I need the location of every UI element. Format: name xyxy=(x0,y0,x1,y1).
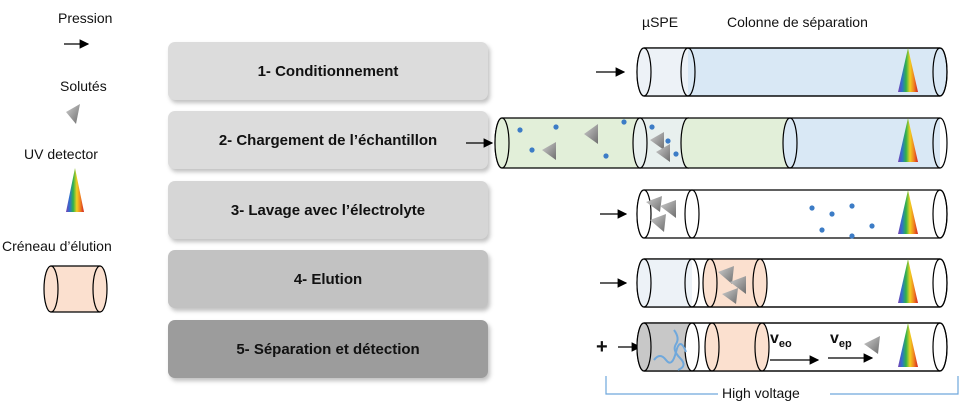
legend-pression-label: Pression xyxy=(58,10,113,26)
step-3-label: 3- Lavage avec l’électrolyte xyxy=(230,201,426,219)
hv-line-right xyxy=(830,376,959,395)
row2-solute-dots xyxy=(517,119,679,159)
vep-v: v xyxy=(830,330,839,347)
row5-solute xyxy=(864,336,880,354)
column-header: Colonne de séparation xyxy=(727,14,868,30)
step-3-box: 3- Lavage avec l’électrolyte xyxy=(168,181,488,239)
row2-uv-detector xyxy=(898,118,918,162)
legend-elution-label: Créneau d’élution xyxy=(2,238,112,254)
step-4-label: 4- Elution xyxy=(293,270,363,288)
row5-wire-left xyxy=(653,343,687,364)
legend-uv-label: UV detector xyxy=(24,146,98,162)
row5-wire-right xyxy=(673,329,685,371)
step-1-label: 1- Conditionnement xyxy=(257,62,399,80)
row1-capillary xyxy=(636,47,948,97)
plus-sign: + xyxy=(596,336,608,358)
step-1-box: 1- Conditionnement xyxy=(168,42,488,100)
step-5-box: 5- Séparation et détection xyxy=(168,320,488,378)
veo-label: veo xyxy=(770,330,792,350)
legend-elution-window-icon xyxy=(43,265,108,313)
row3-solutes xyxy=(646,196,676,232)
row5-uv-detector xyxy=(898,323,918,367)
step-5-label: 5- Séparation et détection xyxy=(236,340,420,358)
row4-uv-detector xyxy=(898,259,918,303)
row3-solute-dots xyxy=(809,203,875,239)
legend-uv-detector-icon xyxy=(66,168,84,212)
legend-solute-icon xyxy=(66,104,80,124)
row2-solutes xyxy=(542,124,670,162)
veo-v: v xyxy=(770,330,779,347)
step-4-box: 4- Elution xyxy=(168,250,488,308)
high-voltage-label: High voltage xyxy=(718,385,804,401)
uspe-header: µSPE xyxy=(642,14,679,30)
step-2-box: 2- Chargement de l’échantillon xyxy=(168,111,488,169)
veo-sub: eo xyxy=(778,338,792,351)
legend-solutes-label: Solutés xyxy=(60,78,107,94)
step-2-label: 2- Chargement de l’échantillon xyxy=(218,131,438,149)
row1-uv-detector xyxy=(898,48,918,92)
hv-line-left xyxy=(605,376,720,395)
row2-capillary xyxy=(494,117,948,169)
vep-label: vep xyxy=(830,330,852,350)
row4-solutes xyxy=(718,266,746,304)
row3-uv-detector xyxy=(898,190,918,234)
vep-sub: ep xyxy=(838,338,852,351)
